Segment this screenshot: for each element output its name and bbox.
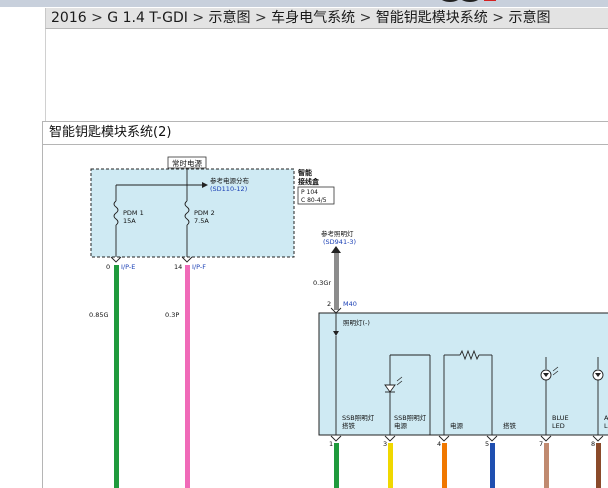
module-pin-7-label2: LED (552, 422, 565, 430)
breadcrumb-item-current: 示意图 (508, 10, 551, 26)
ref-power-label: 参考电源分布 (210, 176, 250, 185)
breadcrumb-separator: > (254, 10, 267, 26)
wire-tan (544, 443, 549, 488)
module-pin-8: 8 (591, 440, 595, 448)
ref-arrow-up-icon (331, 246, 341, 253)
wire-pink (185, 265, 190, 488)
connector-1-pin: 0 (106, 263, 110, 271)
connector-chevron-icon (486, 435, 498, 442)
led-icon (592, 357, 604, 435)
fuse-1-rating: 15A (123, 217, 136, 225)
breadcrumb-separator: > (91, 10, 103, 26)
smart-box-label-1: 智能 (298, 168, 312, 177)
module-pin-5-label1: 搭铁 (503, 421, 517, 430)
wire-blue (490, 443, 495, 488)
top-banner (0, 0, 608, 7)
arrow-down-icon (333, 331, 339, 336)
pin-ref-box (297, 186, 335, 205)
breadcrumb: 2016 > G 1.4 T-GDI > 示意图 > 车身电气系统 > 智能钥匙… (45, 8, 608, 29)
fuse-box (90, 168, 295, 258)
breadcrumb-item-smart-key[interactable]: 智能钥匙模块系统 (375, 10, 488, 26)
breadcrumb-separator: > (359, 10, 372, 26)
resistor-icon (443, 349, 493, 435)
connector-chevron-icon (438, 435, 450, 442)
illum-connector[interactable]: M40 (343, 300, 357, 308)
lamp-icon (384, 354, 431, 435)
wiring-diagram[interactable]: 常时电源 参考电源分布 (SD110-12) PDM 1 15A PDM 2 7… (42, 145, 608, 488)
connector-chevron-icon (181, 256, 193, 263)
wire-green (334, 443, 339, 488)
module-pin-4-label1: 电源 (450, 421, 464, 430)
led-icon (540, 357, 559, 435)
breadcrumb-item-body-electrical[interactable]: 车身电气系统 (271, 10, 356, 26)
wire-1-spec: 0.85G (89, 311, 109, 319)
illum-ref-label: 参考照明灯 (321, 229, 354, 238)
smart-box-label-2: 接线盒 (298, 177, 320, 186)
diagram-header: 智能钥匙模块系统(2) (42, 121, 608, 145)
fuse-icon (184, 200, 190, 257)
connector-chevron-icon (110, 256, 122, 263)
module-pin-7-label1: BLUE (552, 414, 569, 422)
module-pin-3-label1: SSB照明灯 (394, 413, 427, 422)
connector-2-pin: 14 (174, 263, 182, 271)
wire-green (114, 265, 119, 488)
fuse-icon (113, 200, 119, 257)
connector-chevron-icon (330, 435, 342, 442)
smart-key-module (318, 312, 608, 436)
module-pin-3-label2: 电源 (394, 421, 408, 430)
illum-wire-spec: 0.3Gr (313, 279, 331, 287)
module-pin-4: 4 (437, 440, 441, 448)
illum-pin: 2 (327, 300, 331, 308)
module-pin-1: 1 (329, 440, 333, 448)
wire-yellow (388, 443, 393, 488)
connector-chevron-icon (540, 435, 552, 442)
power-label: 常时电源 (172, 158, 202, 168)
content-border (45, 29, 46, 121)
fuse-2-rating: 7.5A (194, 217, 209, 225)
module-pin-8-label1: A (604, 414, 608, 422)
module-pin-8-label2: L (604, 422, 608, 430)
illum-minus-label: 照明灯(-) (343, 318, 370, 327)
connector-chevron-icon (384, 435, 396, 442)
connector-1-name[interactable]: I/P-E (121, 263, 135, 271)
breadcrumb-item-schematic[interactable]: 示意图 (208, 10, 251, 26)
module-pin-1-label1: SSB照明灯 (342, 413, 375, 422)
illum-ref-code[interactable]: (SD941-3) (323, 238, 356, 246)
connector-chevron-icon (592, 435, 604, 442)
module-pin-3: 3 (383, 440, 387, 448)
breadcrumb-separator: > (192, 10, 205, 26)
connector-2-name[interactable]: I/P-F (192, 263, 206, 271)
wire-gray (334, 253, 339, 310)
wire-2-spec: 0.3P (165, 311, 179, 319)
module-pin-5: 5 (485, 440, 489, 448)
module-pin-7: 7 (539, 440, 543, 448)
diagram-title: 智能钥匙模块系统(2) (49, 125, 172, 140)
wire-orange (442, 443, 447, 488)
ref-power-code[interactable]: (SD110-12) (210, 185, 247, 193)
pin-ref-2: C 80-4/5 (301, 197, 327, 204)
fuse-2-name: PDM 2 (194, 209, 215, 217)
breadcrumb-item-year[interactable]: 2016 (51, 10, 87, 26)
breadcrumb-separator: > (492, 10, 504, 26)
module-pin-1-label2: 搭铁 (342, 421, 356, 430)
ref-arrow-icon (202, 182, 208, 188)
fuse-1-name: PDM 1 (123, 209, 144, 217)
pin-ref-1: P 104 (301, 189, 318, 196)
breadcrumb-item-engine[interactable]: G 1.4 T-GDI (107, 10, 188, 26)
wire-brown (596, 443, 601, 488)
brand-logo (442, 0, 496, 2)
